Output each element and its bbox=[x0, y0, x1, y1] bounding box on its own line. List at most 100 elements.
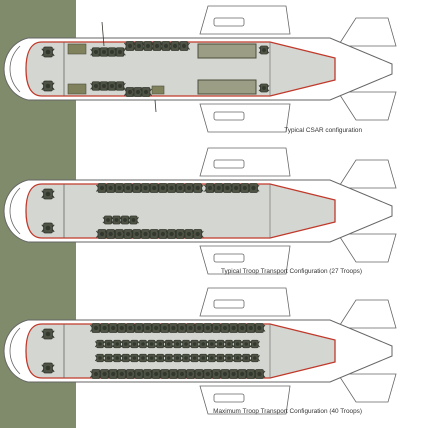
seat-occupant-head bbox=[227, 342, 231, 346]
seat-occupant-head bbox=[201, 342, 205, 346]
seat-occupant-head bbox=[175, 356, 180, 360]
engine-nacelle-top bbox=[213, 299, 245, 309]
seat-occupant-head bbox=[192, 342, 197, 346]
seat-occupant-head bbox=[119, 325, 124, 331]
seat-occupant-head bbox=[141, 356, 145, 360]
seat-occupant-limbs bbox=[249, 355, 260, 362]
troop-seat bbox=[180, 339, 192, 349]
seat-occupant-head bbox=[145, 43, 151, 49]
troop-seat bbox=[129, 339, 140, 349]
seat-occupant-head bbox=[135, 89, 141, 95]
troop-seat bbox=[244, 323, 257, 333]
troop-seat bbox=[102, 215, 114, 225]
seat-occupant-head bbox=[257, 371, 262, 377]
troop-seat bbox=[210, 323, 223, 333]
seat-occupant-head bbox=[143, 89, 149, 95]
troop-seat bbox=[253, 323, 266, 333]
seat-occupant-head bbox=[118, 50, 122, 54]
equipment-rack bbox=[67, 43, 87, 55]
troop-seat bbox=[165, 229, 178, 239]
troop-seat bbox=[193, 369, 206, 379]
wing-bottom bbox=[199, 385, 291, 415]
seat-occupant-head bbox=[175, 342, 180, 346]
seat-occupant-head bbox=[253, 342, 257, 346]
seat-occupant-head bbox=[134, 231, 139, 237]
troop-seat bbox=[221, 183, 234, 193]
seat-occupant-head bbox=[154, 325, 159, 331]
troop-seat bbox=[227, 323, 240, 333]
seat-occupant-head bbox=[115, 356, 119, 360]
seat-occupant-limbs bbox=[249, 341, 260, 348]
troop-seat bbox=[249, 353, 260, 363]
troop-seat bbox=[201, 369, 214, 379]
seat-occupant-head bbox=[94, 84, 98, 88]
seat-occupant-limbs bbox=[41, 82, 55, 91]
troop-seat bbox=[120, 339, 131, 349]
troop-seat bbox=[189, 339, 200, 349]
seat-occupant-head bbox=[45, 49, 51, 55]
passenger-seat bbox=[140, 87, 152, 97]
callout-line bbox=[101, 21, 105, 47]
seat-occupant-limbs bbox=[114, 82, 126, 90]
seat-occupant-head bbox=[136, 371, 142, 377]
troop-seat bbox=[146, 339, 157, 349]
seat-occupant-head bbox=[169, 231, 174, 237]
seat-occupant-head bbox=[218, 356, 223, 360]
seat-occupant-head bbox=[99, 185, 105, 191]
seat-occupant-limbs bbox=[253, 324, 266, 332]
troop-seat bbox=[163, 339, 174, 349]
troop-seat bbox=[238, 183, 251, 193]
seat-occupant-head bbox=[216, 185, 221, 191]
seat-occupant-head bbox=[262, 86, 266, 90]
troop-seat bbox=[124, 323, 137, 333]
seat-occupant-head bbox=[45, 365, 51, 371]
seat-occupant-head bbox=[98, 356, 102, 360]
stabilizer-top bbox=[337, 159, 397, 189]
seat-occupant-head bbox=[119, 371, 124, 377]
troop-seat bbox=[107, 369, 120, 379]
troop-seat bbox=[172, 353, 183, 363]
troop-seat bbox=[247, 183, 260, 193]
troop-seat bbox=[253, 369, 266, 379]
seat-occupant-head bbox=[251, 185, 256, 191]
seat-occupant-head bbox=[218, 342, 223, 346]
troop-seat bbox=[191, 183, 204, 193]
seat-occupant-head bbox=[195, 185, 200, 191]
crew-seat bbox=[106, 47, 118, 57]
troop-seat bbox=[210, 369, 223, 379]
troop-seat bbox=[156, 183, 169, 193]
crew-seat bbox=[114, 81, 126, 91]
seat-occupant-limbs bbox=[128, 217, 139, 224]
seat-occupant-head bbox=[127, 43, 133, 49]
troop-seat bbox=[94, 339, 106, 349]
seat-occupant-head bbox=[117, 231, 122, 237]
seat-occupant-head bbox=[136, 43, 142, 49]
caption-csar-config: Typical CSAR configuration bbox=[284, 127, 362, 134]
seat-occupant-limbs bbox=[41, 190, 55, 199]
seat-occupant-head bbox=[149, 342, 154, 346]
seat-occupant-head bbox=[98, 342, 102, 346]
litter-bottom bbox=[197, 79, 257, 95]
wing-top bbox=[199, 147, 291, 177]
seat-occupant-head bbox=[124, 356, 128, 360]
seat-occupant-head bbox=[172, 43, 178, 49]
seat-occupant-limbs bbox=[247, 184, 260, 192]
seat-occupant-head bbox=[178, 185, 183, 191]
troop-seat bbox=[180, 353, 192, 363]
wing-bottom bbox=[199, 245, 291, 275]
equipment-box bbox=[151, 85, 165, 95]
seat-occupant-limbs bbox=[41, 364, 55, 373]
seat-occupant-head bbox=[231, 325, 236, 331]
seat-occupant-head bbox=[234, 185, 239, 191]
caption-troop-transport-40: Maximum Troop Transport Configuration (4… bbox=[213, 408, 362, 415]
pilot-seat bbox=[41, 188, 55, 200]
troop-seat bbox=[104, 229, 117, 239]
seat-occupant-head bbox=[178, 231, 183, 237]
seat-occupant-head bbox=[117, 185, 122, 191]
seat-occupant-head bbox=[141, 342, 145, 346]
seat-occupant-head bbox=[225, 185, 230, 191]
seat-occupant-head bbox=[108, 231, 113, 237]
seat-occupant-head bbox=[244, 342, 248, 346]
troop-seat bbox=[236, 369, 249, 379]
seat-occupant-head bbox=[132, 356, 137, 360]
